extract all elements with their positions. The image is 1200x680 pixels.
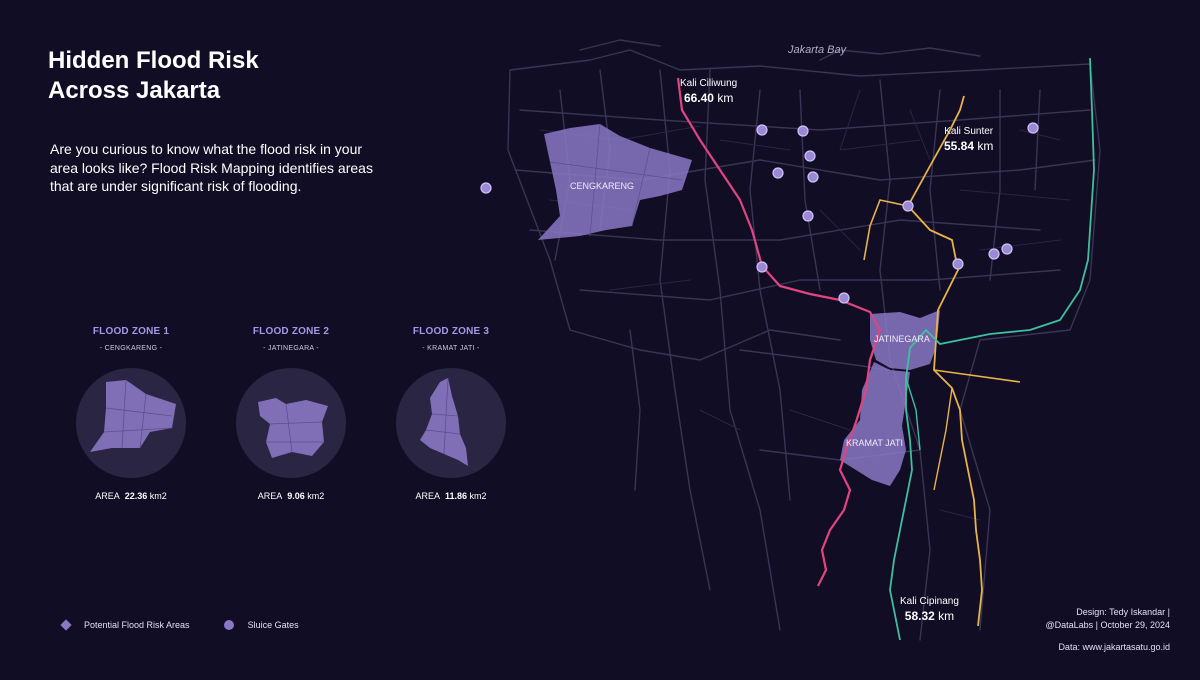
river-length-unit: km <box>977 139 994 153</box>
zone-name: - KRAMAT JATI - <box>422 345 480 352</box>
jatinegara-flood-area <box>870 310 940 370</box>
area-unit: km2 <box>307 491 325 501</box>
river-length: 58.32 km <box>900 609 959 623</box>
jakarta-bay-label: Jakarta Bay <box>788 44 847 56</box>
credits: Design: Tedy Iskandar | @DataLabs | Octo… <box>950 606 1170 632</box>
sluice-gate <box>838 292 850 304</box>
sluice-gate <box>802 210 814 222</box>
zone-name: - JATINEGARA - <box>263 345 319 352</box>
kramat-jati-label: KRAMAT JATI <box>846 438 904 448</box>
kramat-jati-shape-icon <box>420 377 468 466</box>
credits-org: @DataLabs | October 29, 2024 <box>1045 620 1170 630</box>
cengkareng-shape-icon <box>90 379 176 452</box>
flood-zone-card-2: FLOOD ZONE 2 - JATINEGARA - AREA 9.06 km… <box>211 326 371 501</box>
legend-label: Sluice Gates <box>247 620 299 630</box>
area-value: 22.36 <box>124 491 148 501</box>
sluice-gate <box>807 171 819 183</box>
legend: Potential Flood Risk Areas Sluice Gates <box>60 619 333 631</box>
jakarta-map <box>480 39 1101 641</box>
flood-zone-card-1: FLOOD ZONE 1 - CENGKARENG - AREA 22.36 k… <box>51 326 211 501</box>
jatinegara-label: JATINEGARA <box>874 334 930 344</box>
river-length: 66.40 km <box>680 91 737 105</box>
sluice-gates <box>480 122 1039 304</box>
river-label-cipinang: Kali Cipinang 58.32 km <box>900 596 959 623</box>
zone-area: AREA 11.86 km2 <box>371 491 531 501</box>
sluice-gate <box>804 150 816 162</box>
river-label-ciliwung: Kali Ciliwung 66.40 km <box>680 78 737 105</box>
flood-zone-card-3: FLOOD ZONE 3 - KRAMAT JATI - AREA 11.86 … <box>371 326 531 501</box>
zone-area: AREA 22.36 km2 <box>51 491 211 501</box>
kramat-jati-flood-area <box>840 362 910 486</box>
zone-name: - CENGKARENG - <box>99 345 163 352</box>
circle-icon <box>223 620 234 630</box>
title-line-1: Hidden Flood Risk <box>48 47 259 74</box>
sluice-gate <box>1001 243 1013 255</box>
area-label: AREA <box>415 491 440 501</box>
sluice-gate <box>756 124 768 136</box>
river-name: Kali Sunter <box>944 126 994 137</box>
zone-title: FLOOD ZONE 3 <box>412 326 490 337</box>
zone-area: AREA 9.06 km2 <box>211 491 371 501</box>
sluice-gate <box>1027 122 1039 134</box>
river-length-value: 58.32 <box>904 609 935 623</box>
sluice-gate <box>480 182 492 194</box>
credits-design: Design: Tedy Iskandar | <box>1076 607 1170 617</box>
sluice-gate <box>988 248 1000 260</box>
diamond-icon <box>60 619 72 631</box>
legend-item-flood-areas: Potential Flood Risk Areas <box>60 619 190 631</box>
river-length-unit: km <box>938 609 955 623</box>
sluice-gate <box>772 167 784 179</box>
river-length: 55.84 km <box>944 139 993 153</box>
river-name: Kali Cipinang <box>900 596 959 607</box>
river-length-value: 66.40 <box>683 91 714 105</box>
data-source: Data: www.jakartasatu.go.id <box>1058 642 1170 652</box>
area-unit: km2 <box>149 491 167 501</box>
river-name: Kali Ciliwung <box>680 78 738 89</box>
river-cipinang <box>889 57 1095 641</box>
zone-title: FLOOD ZONE 1 <box>92 326 170 337</box>
legend-item-sluice-gates: Sluice Gates <box>223 620 299 630</box>
river-label-sunter: Kali Sunter 55.84 km <box>944 126 993 153</box>
area-value: 11.86 <box>444 491 468 501</box>
title-line-2: Across Jakarta <box>48 77 221 104</box>
sluice-gate <box>952 258 964 270</box>
jatinegara-shape-icon <box>258 398 328 458</box>
zone-shape-circle <box>236 368 346 478</box>
zone-title: FLOOD ZONE 2 <box>252 326 330 337</box>
legend-label: Potential Flood Risk Areas <box>84 620 190 630</box>
river-length-unit: km <box>717 91 734 105</box>
river-length-value: 55.84 <box>944 139 975 153</box>
area-label: AREA <box>257 491 283 501</box>
sluice-gate <box>756 261 768 273</box>
sluice-gate <box>797 125 809 137</box>
area-value: 9.06 <box>287 491 305 501</box>
cengkareng-flood-area <box>538 124 692 240</box>
intro-text: Are you curious to know what the flood r… <box>50 141 373 194</box>
sluice-gate <box>902 200 914 212</box>
area-label: AREA <box>95 491 120 501</box>
page-title: Hidden Flood Risk Across Jakarta <box>48 46 348 106</box>
zone-shape-circle <box>396 368 506 478</box>
area-unit: km2 <box>469 491 487 501</box>
river-ciliwung <box>676 77 882 587</box>
cengkareng-label: CENGKARENG <box>570 181 635 191</box>
zone-shape-circle <box>76 368 186 478</box>
